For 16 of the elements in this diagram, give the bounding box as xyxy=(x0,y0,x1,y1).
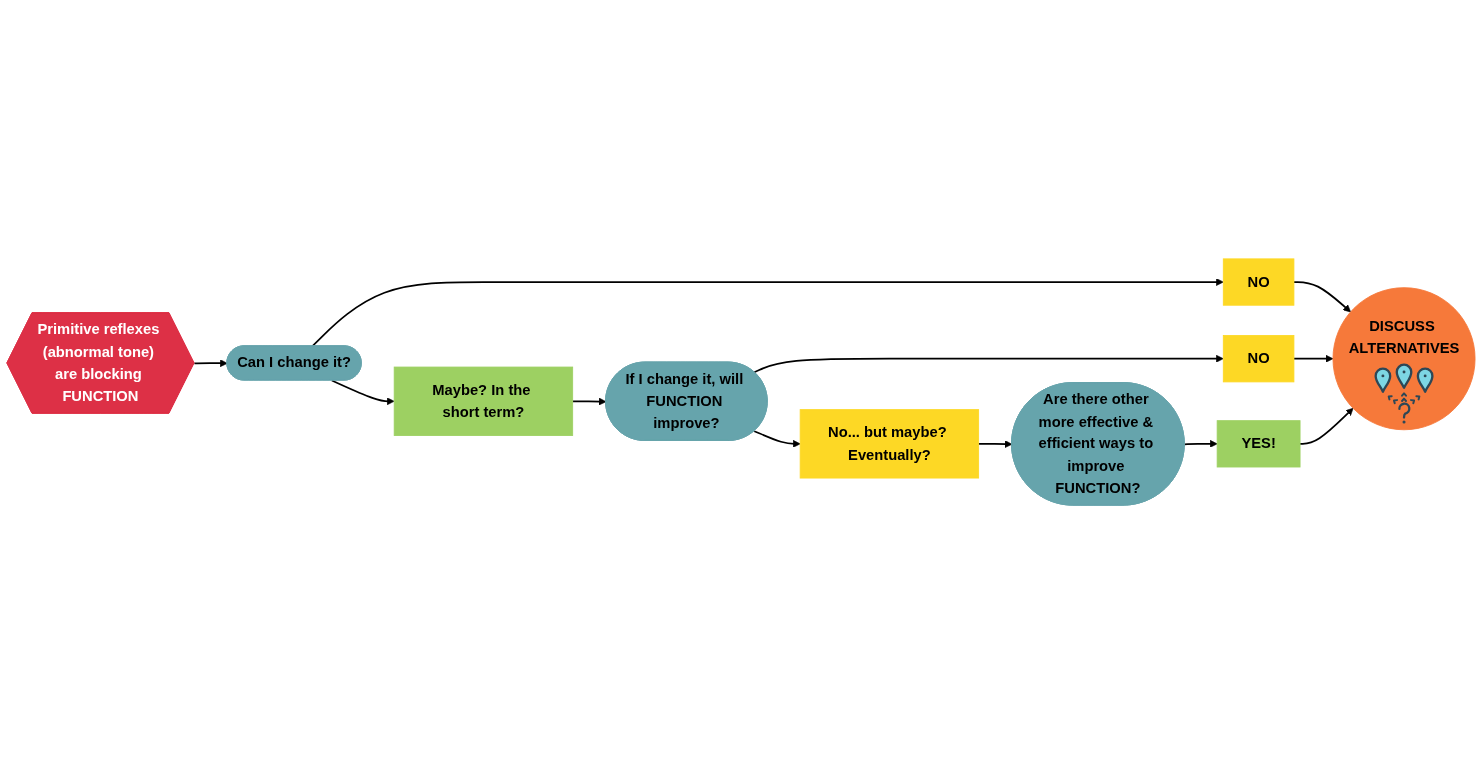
node-box: YES! xyxy=(1216,420,1301,468)
arrow xyxy=(330,379,395,406)
arrow xyxy=(753,354,1224,374)
arrow xyxy=(1293,354,1334,363)
arrow xyxy=(753,430,801,448)
arrow xyxy=(571,397,607,406)
node-circle: DISCUSS ALTERNATIVES xyxy=(1332,287,1476,431)
arrow xyxy=(1299,407,1354,445)
node-box: No... but maybe? Eventually? xyxy=(799,409,980,479)
node-box: NO xyxy=(1222,335,1295,383)
arrow xyxy=(977,440,1013,448)
node-box: NO xyxy=(1222,258,1295,306)
node-box: Maybe? In the short term? xyxy=(393,366,574,436)
arrow xyxy=(193,359,228,367)
arrow xyxy=(1293,281,1351,313)
arrow xyxy=(1183,440,1218,448)
